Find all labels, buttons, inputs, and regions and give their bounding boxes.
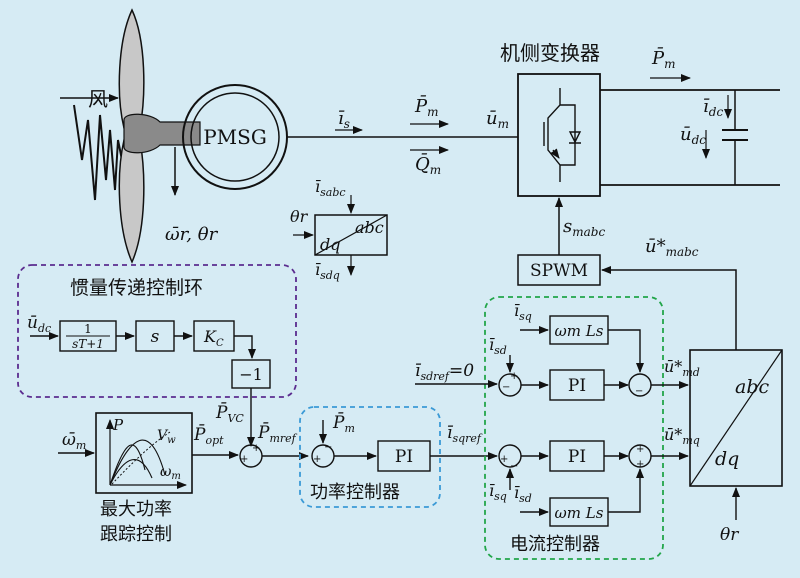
mppt-caption-2: 跟踪控制 [100,524,172,545]
abc-dq-transform: abc dq [314,214,388,256]
Popt-label: P̄opt [193,423,224,447]
dq-abc-top: abc [735,376,769,398]
blade-bottom [118,139,145,264]
sum-power-ref: + + [239,443,263,468]
isq-bot-label: īsq [489,481,507,503]
sum-q-voltage: + + [628,444,652,470]
smabc-label: smabc [563,216,605,239]
wind-turbine: 风 ω̄r, θr [60,8,219,264]
lowpass-den: sT+1 [72,337,104,351]
isd-top-label: īsd [489,335,507,357]
mppt-caption-1: 最大功率 [100,499,172,520]
pmsg-label: PMSG [203,125,267,149]
coupling-top-label: ωm Ls [555,322,604,340]
theta-r-bot-label: θr [720,525,739,545]
converter-title: 机侧变换器 [500,41,600,65]
power-controller-frame [299,406,441,508]
coupling-top-block: ωm Ls [549,315,609,345]
isq-top-label: īsq [514,301,532,323]
umq-label: ū*mq [664,425,700,447]
isdq-label: īsdq [315,260,340,282]
PVC-label: P̄VC [215,401,244,425]
udc-label: ūdc [680,124,706,147]
mppt-Vw: Vw [157,428,176,446]
spwm-block: SPWM [517,254,601,286]
svg-text:+: + [313,454,321,465]
sum-q-current: + − [498,444,522,472]
inertia-loop-frame [17,264,297,398]
current-pi-q-block: PI [549,440,605,472]
umd-label: ū*md [664,357,700,379]
Pm-label-right: P̄m [651,46,676,71]
svg-text:+: + [240,454,248,465]
theta-r-label: θr [290,207,309,226]
isqref-label: īsqref [447,423,483,445]
sum-d-current: − + [498,371,522,397]
umabc-label: ū*mabc [645,236,699,259]
idc-label: īdc [703,96,723,119]
igbt-icon [543,88,576,182]
current-pi-q-label: PI [568,447,586,467]
lowpass-block: 1 sT+1 [59,320,117,352]
hub-icon [123,113,201,154]
neg1-block: −1 [231,359,271,389]
svg-text:+: + [510,371,518,382]
current-pi-d-label: PI [568,376,586,396]
dq-abc-bottom: dq [715,448,739,470]
svg-text:−: − [510,461,518,472]
svg-text:−: − [324,442,332,453]
power-pi-block: PI [377,440,431,472]
derivative-block: s [135,320,175,352]
wind-label: 风 [88,87,108,111]
converter-block [517,73,601,197]
gain-label: KC [203,327,224,349]
coupling-bot-label: ωm Ls [555,504,604,522]
sum-power: + − [311,442,335,468]
sum-d-voltage: − [628,373,652,397]
udc-in-label: ūdc [27,313,51,335]
isd-bot-label: īsd [514,483,532,505]
svg-text:+: + [252,443,260,454]
svg-text:+: + [500,454,508,465]
blade-top [118,8,145,129]
Pmref-label: P̄mref [257,421,298,445]
svg-text:+: + [636,444,644,455]
svg-text:−: − [502,382,510,393]
Qm-label: Q̄m [415,152,441,177]
mppt-P: P [112,416,124,434]
gain-block: KC [193,320,235,352]
neg1-label: −1 [239,365,263,384]
wind-gust-icon [73,104,125,201]
omega-m-in-label: ω̄m [62,430,86,452]
power-pi-label: PI [395,447,413,467]
inertia-title: 惯量传递控制环 [70,277,203,299]
isdref-label: īsdref=0 [415,361,474,383]
power-controller-title: 功率控制器 [310,482,400,503]
svg-text:+: + [636,459,644,470]
current-pi-d-block: PI [549,369,605,401]
mppt-block: P Vw ωm [95,412,193,494]
current-controller-frame [484,296,664,560]
Pm-label-top: P̄m [414,94,439,119]
svg-text:−: − [635,386,643,397]
coupling-bot-block: ωm Ls [549,497,609,527]
abc-dq-top: abc [355,218,384,237]
derivative-label: s [151,327,160,347]
dq-abc-transform: abc dq [689,349,783,487]
Pm-pi-label: P̄m [332,411,355,435]
spwm-label: SPWM [530,261,588,281]
um-label: ūm [486,108,509,131]
diode-icon [568,131,582,144]
current-controller-title: 电流控制器 [510,534,600,555]
isabc-label: īsabc [315,177,346,199]
lowpass-num: 1 [84,322,92,336]
mppt-omega: ωm [160,464,181,482]
abc-dq-bottom: dq [320,235,340,254]
rotor-output-label: ω̄r, θr [165,224,219,245]
is-label: īs [338,108,350,131]
